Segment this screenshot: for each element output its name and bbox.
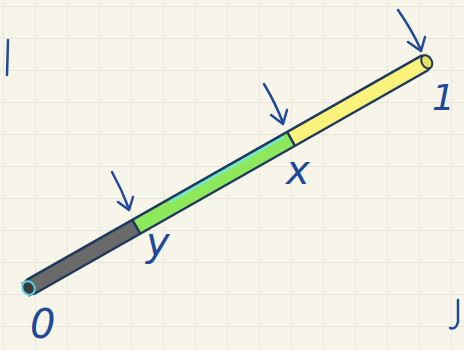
pointer-arrow-head bbox=[271, 110, 287, 124]
stick-end bbox=[20, 279, 37, 297]
stray-mark bbox=[7, 40, 8, 75]
point-label: x bbox=[286, 150, 310, 190]
point-label: 1 bbox=[432, 80, 455, 116]
arrow-head bbox=[118, 197, 133, 210]
grey-segment bbox=[21, 220, 140, 297]
stick-end bbox=[419, 53, 435, 70]
tick bbox=[287, 132, 295, 146]
stick-outline bbox=[21, 53, 434, 297]
tick bbox=[132, 220, 140, 234]
stick bbox=[19, 52, 435, 298]
green-segment bbox=[132, 132, 295, 234]
pointer-arrow-head bbox=[408, 37, 425, 51]
stray-mark bbox=[450, 300, 458, 328]
yellow-segment bbox=[287, 53, 434, 146]
point-label: y bbox=[146, 222, 170, 262]
point-label: 0 bbox=[30, 304, 55, 344]
